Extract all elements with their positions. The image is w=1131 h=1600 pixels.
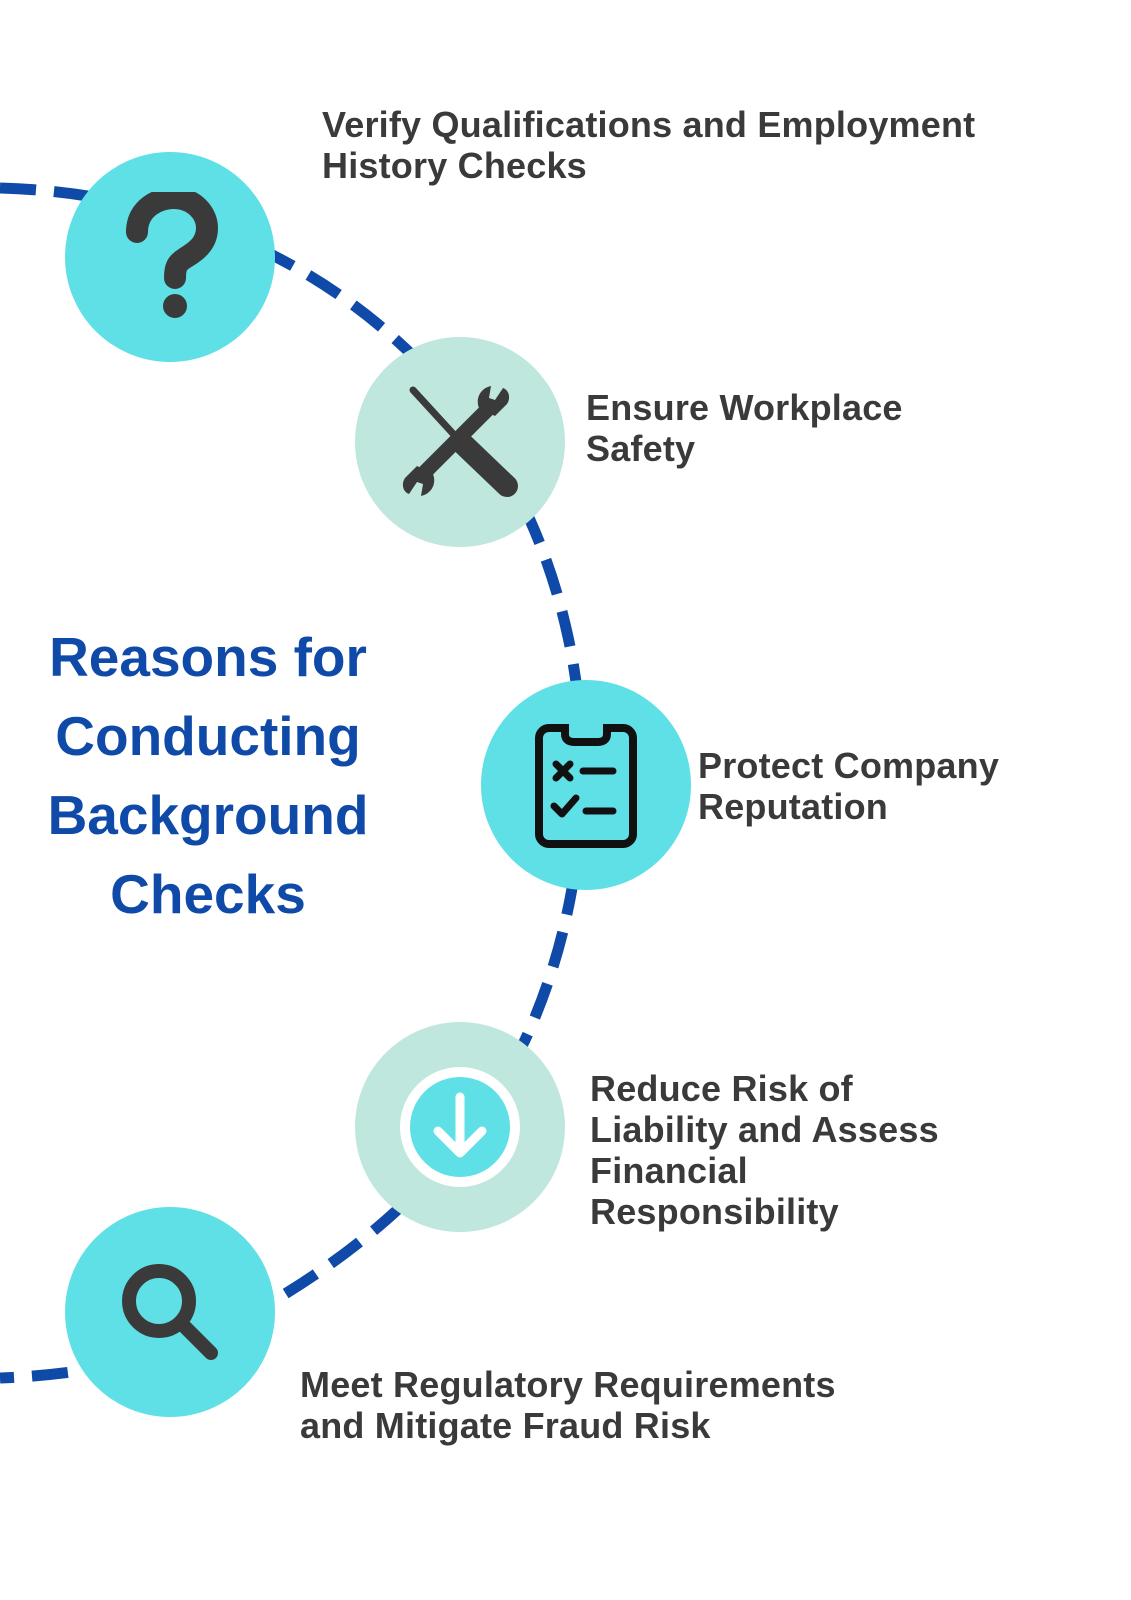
step-1-label: Verify Qualifications and Employment His… xyxy=(322,104,976,186)
step-3-node xyxy=(481,680,691,890)
step-3-label: Protect Company Reputation xyxy=(698,745,1000,827)
step-5-node xyxy=(65,1207,275,1417)
main-title: Reasons for Conducting Background Checks xyxy=(20,618,396,934)
step-2-label: Ensure Workplace Safety xyxy=(586,387,903,469)
down-arrow-circle-icon xyxy=(400,1067,520,1187)
step-1-node xyxy=(65,152,275,362)
step-2-node xyxy=(355,337,565,547)
title-line: Conducting xyxy=(55,705,361,767)
question-mark-icon xyxy=(126,192,219,318)
step-4-label: Reduce Risk of Liability and Assess Fina… xyxy=(590,1068,939,1232)
wrench-screwdriver-icon xyxy=(402,386,518,497)
title-line: Checks xyxy=(110,863,306,925)
title-line: Reasons for xyxy=(49,626,367,688)
title-line: Background xyxy=(47,784,369,846)
step-4-node xyxy=(355,1022,565,1232)
step-5-label: Meet Regulatory Requirements and Mitigat… xyxy=(300,1364,836,1446)
magnifying-glass-icon xyxy=(122,1264,218,1360)
checklist-clipboard-icon xyxy=(535,724,637,848)
